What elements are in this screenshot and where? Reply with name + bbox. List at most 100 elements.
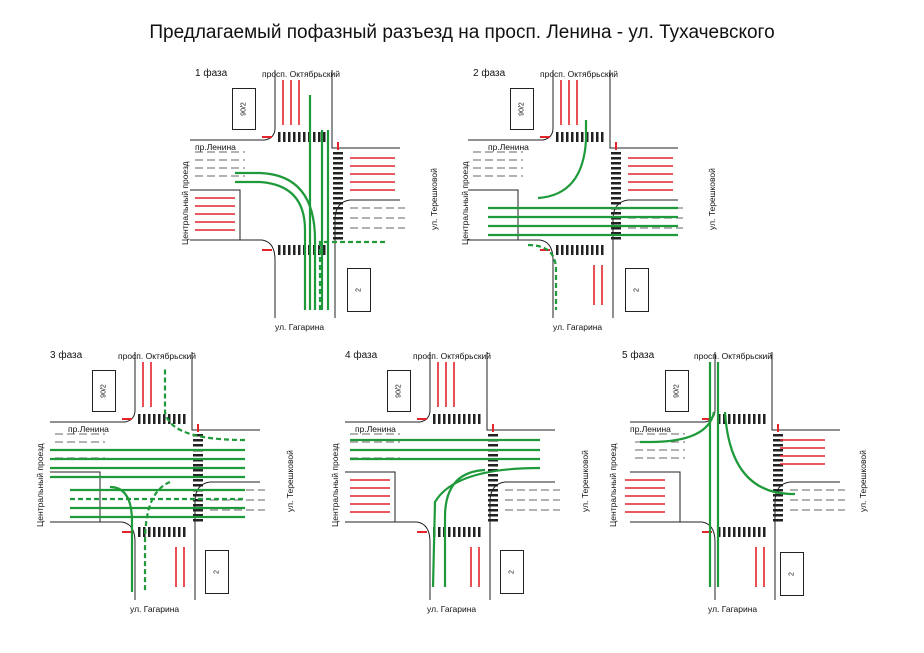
crosswalk-stripe (158, 414, 161, 424)
crosswalk-stripe (293, 132, 296, 142)
crosswalk-stripe (611, 227, 621, 230)
crosswalk-stripe (728, 527, 731, 537)
crosswalk-stripe (773, 514, 783, 517)
stopped-arrows (560, 80, 673, 305)
crosswalk-stripe (458, 414, 461, 424)
crosswalk-stripe (556, 132, 559, 142)
crosswalk-stripe (333, 222, 343, 225)
crosswalk-stripe (611, 212, 621, 215)
crosswalk-stripe (733, 527, 736, 537)
west-vertical-label: Центральный проезд (330, 443, 340, 527)
north-street-label: просп. Октябрьский (262, 69, 341, 79)
phase-label: 3 фаза (50, 350, 83, 361)
crosswalk-stripe (738, 414, 741, 424)
road-edge (612, 199, 678, 318)
building-north: 90/2 (387, 370, 411, 412)
phase-5-movements (625, 362, 825, 587)
crosswalk-stripe (168, 527, 171, 537)
crosswalk-stripe (168, 414, 171, 424)
crosswalk-stripe (333, 217, 343, 220)
crosswalk-stripe (488, 484, 498, 487)
crosswalk-stripe (458, 527, 461, 537)
crosswalk-stripe (178, 527, 181, 537)
phase-label: 1 фаза (195, 68, 228, 79)
crosswalk-stripe (193, 479, 203, 482)
crosswalk-stripe (773, 459, 783, 462)
stopped-arrows (350, 362, 480, 587)
crosswalk-stripe (488, 509, 498, 512)
crosswalk-stripe (488, 489, 498, 492)
west-vertical-label: Центральный проезд (180, 161, 190, 245)
phase-2-movements (488, 80, 678, 310)
crosswalk-stripe (193, 459, 203, 462)
crosswalk-stripe (566, 245, 569, 255)
crosswalk-stripe (178, 414, 181, 424)
phase-label: 4 фаза (345, 350, 378, 361)
crosswalk-stripe (611, 172, 621, 175)
phase-4-movements (350, 362, 541, 588)
phase-4-diagram: 4 фаза просп. Октябрьский пр.Ленина Цент… (305, 342, 605, 614)
road-edge (630, 521, 716, 600)
moving-arrows (235, 95, 385, 310)
crosswalk-stripe (596, 132, 599, 142)
crosswalk-stripe (601, 245, 604, 255)
south-street-label: ул. Гагарина (130, 604, 180, 614)
crosswalk-stripe (333, 162, 343, 165)
crosswalk-stripe (288, 132, 291, 142)
crosswalk-stripe (473, 414, 476, 424)
stopped-arrows (195, 80, 395, 231)
north-street-label: просп. Октябрьский (118, 351, 197, 361)
phase-label: 5 фаза (622, 350, 655, 361)
crosswalk-stripe (488, 504, 498, 507)
crosswalk-stripe (463, 527, 466, 537)
crosswalk-stripe (753, 414, 756, 424)
crosswalk-stripe (571, 132, 574, 142)
road-edge (50, 352, 136, 423)
crosswalk-stripe (773, 444, 783, 447)
crosswalk-stripe (193, 514, 203, 517)
crosswalk-stripe (278, 132, 281, 142)
crosswalk-stripe (566, 132, 569, 142)
crosswalk-stripe (556, 245, 559, 255)
west-vertical-label: Центральный проезд (460, 161, 470, 245)
crosswalk-stripe (773, 439, 783, 442)
crosswalk-stripe (153, 414, 156, 424)
crosswalk-stripe (323, 245, 326, 255)
crosswalk-stripe (773, 494, 783, 497)
crosswalk-stripe (333, 192, 343, 195)
crosswalk-stripe (773, 504, 783, 507)
crosswalk-stripe (333, 157, 343, 160)
crosswalk-stripe (718, 414, 721, 424)
crosswalk-stripe (303, 132, 306, 142)
road-edge (190, 70, 276, 141)
crosswalk-stripe (773, 479, 783, 482)
phase-1-movements (195, 80, 395, 310)
west-vertical-label: Центральный проезд (35, 443, 45, 527)
crosswalk-stripe (193, 474, 203, 477)
crosswalk-stripe (443, 414, 446, 424)
crosswalk-stripe (333, 212, 343, 215)
crosswalk-stripe (601, 132, 604, 142)
crosswalk-stripe (138, 527, 141, 537)
crosswalk-stripe (748, 527, 751, 537)
intersection-roads (345, 352, 560, 600)
crosswalk-stripe (333, 207, 343, 210)
crosswalk-stripe (611, 237, 621, 240)
crosswalk-stripe (488, 514, 498, 517)
crosswalk-stripe (773, 489, 783, 492)
crosswalk-stripe (333, 167, 343, 170)
crosswalk-stripe (333, 237, 343, 240)
building-north: 90/2 (92, 370, 116, 412)
moving-arrows (640, 362, 795, 587)
west-vertical-label: Центральный проезд (608, 443, 618, 527)
crosswalk-stripe (733, 414, 736, 424)
crosswalk-stripe (488, 434, 498, 437)
road-edge (468, 70, 554, 141)
crosswalk-stripe (193, 504, 203, 507)
crosswalk-stripe (611, 232, 621, 235)
crosswalk-stripe (298, 245, 301, 255)
crosswalk-stripe (581, 245, 584, 255)
crosswalk-stripe (288, 245, 291, 255)
west-street-label: пр.Ленина (355, 424, 396, 434)
crosswalk-stripe (193, 484, 203, 487)
